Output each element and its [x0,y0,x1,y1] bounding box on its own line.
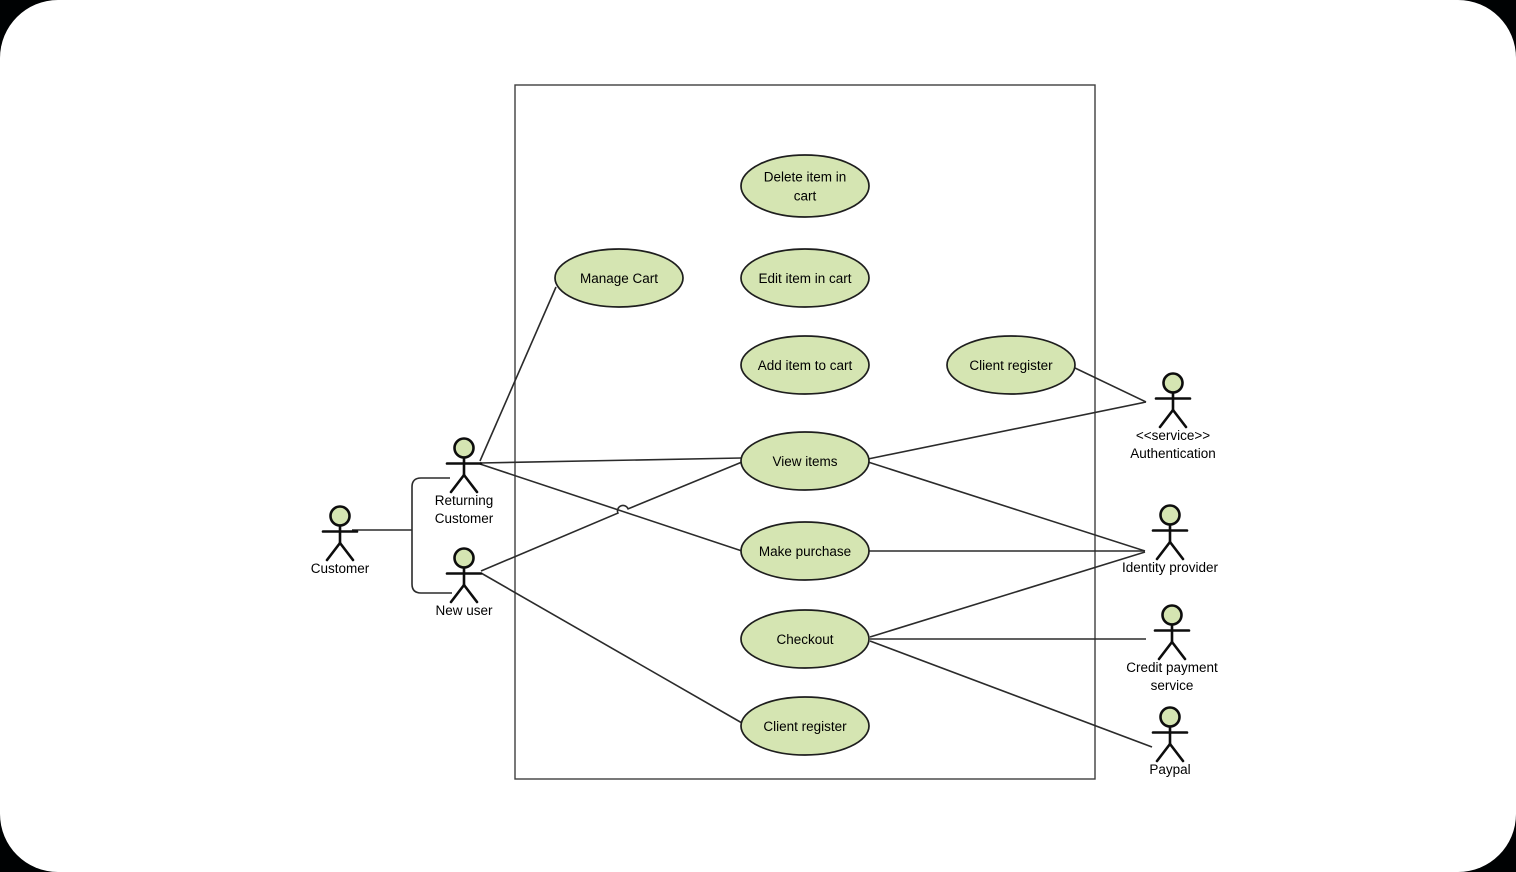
actor-leg-right-icon [1168,742,1185,763]
actor-leg-left-icon [449,583,466,604]
actor-label: New user [435,603,493,618]
actor-leg-left-icon [325,541,342,562]
actor-leg-right-icon [1168,540,1185,561]
edge-returning-customer-make-purchase[interactable] [479,463,743,552]
actor-leg-right-icon [462,583,479,604]
usecase-client-register-auth[interactable]: Client register [946,335,1076,395]
usecase-edit-item-in-cart[interactable]: Edit item in cart [740,248,870,308]
usecase-label: Client register [763,719,847,734]
actor-leg-right-icon [462,473,479,494]
usecase-label: Client register [969,358,1053,373]
actor-leg-left-icon [449,473,466,494]
usecase-label: Checkout [776,632,833,647]
actor-head-icon [329,505,351,527]
actor-paypal[interactable]: Paypal [1149,706,1191,778]
usecase-label: Edit item in cart [758,271,851,286]
actor-label: Customer [311,561,370,576]
actor-leg-left-icon [1158,408,1175,429]
usecase-ellipse[interactable] [740,154,870,218]
edge-view-items-identity-provider[interactable] [867,461,1146,552]
usecase-manage-cart[interactable]: Manage Cart [554,248,684,308]
actor-label: Identity provider [1122,560,1219,575]
actor-leg-right-icon [1171,408,1188,429]
actor-head-icon [1159,706,1181,728]
usecase-ellipse[interactable] [740,696,870,756]
actor-head-icon [1159,504,1181,526]
actor-head-icon [453,547,475,569]
actor-label: <<service>>Authentication [1130,428,1216,461]
edge-view-items-authentication[interactable] [867,401,1147,460]
actor-leg-right-icon [1170,640,1187,661]
edge-customer-children-bracket[interactable] [411,477,452,594]
usecase-ellipse[interactable] [740,609,870,669]
usecase-ellipse[interactable] [554,248,684,308]
usecase-checkout[interactable]: Checkout [740,609,870,669]
actor-leg-right-icon [338,541,355,562]
usecase-label: View items [772,454,837,469]
usecase-label: Manage Cart [580,271,658,286]
edge-returning-customer-manage-cart[interactable] [479,286,557,462]
usecase-client-register[interactable]: Client register [740,696,870,756]
usecase-ellipse[interactable] [740,248,870,308]
edge-client-register-authentication[interactable] [1074,367,1147,403]
actor-leg-left-icon [1155,742,1172,763]
usecase-label: Add item to cart [758,358,853,373]
actor-customer[interactable]: Customer [311,505,370,577]
system-boundary[interactable] [514,84,1096,780]
actor-head-icon [453,437,475,459]
actor-label: Paypal [1149,762,1190,777]
actor-authentication-service[interactable]: <<service>>Authentication [1130,372,1216,462]
usecase-label: Make purchase [759,544,851,559]
usecase-make-purchase[interactable]: Make purchase [740,521,870,581]
actor-leg-left-icon [1155,540,1172,561]
actor-leg-left-icon [1157,640,1174,661]
usecase-ellipse[interactable] [740,335,870,395]
usecase-ellipse[interactable] [946,335,1076,395]
edge-new-user-client-register[interactable] [480,572,743,724]
usecase-view-items[interactable]: View items [740,431,870,491]
actor-head-icon [1162,372,1184,394]
actor-head-icon [1161,604,1183,626]
usecase-ellipse[interactable] [740,431,870,491]
edge-returning-customer-view-items[interactable] [479,457,742,464]
actor-identity-provider[interactable]: Identity provider [1122,504,1219,576]
edge-checkout-paypal[interactable] [869,640,1153,748]
usecase-ellipse[interactable] [740,521,870,581]
actor-new-user[interactable]: New user [435,547,493,619]
edge-new-user-view-items[interactable] [480,461,743,572]
edge-checkout-identity-provider[interactable] [869,551,1146,638]
usecase-add-item-to-cart[interactable]: Add item to cart [740,335,870,395]
